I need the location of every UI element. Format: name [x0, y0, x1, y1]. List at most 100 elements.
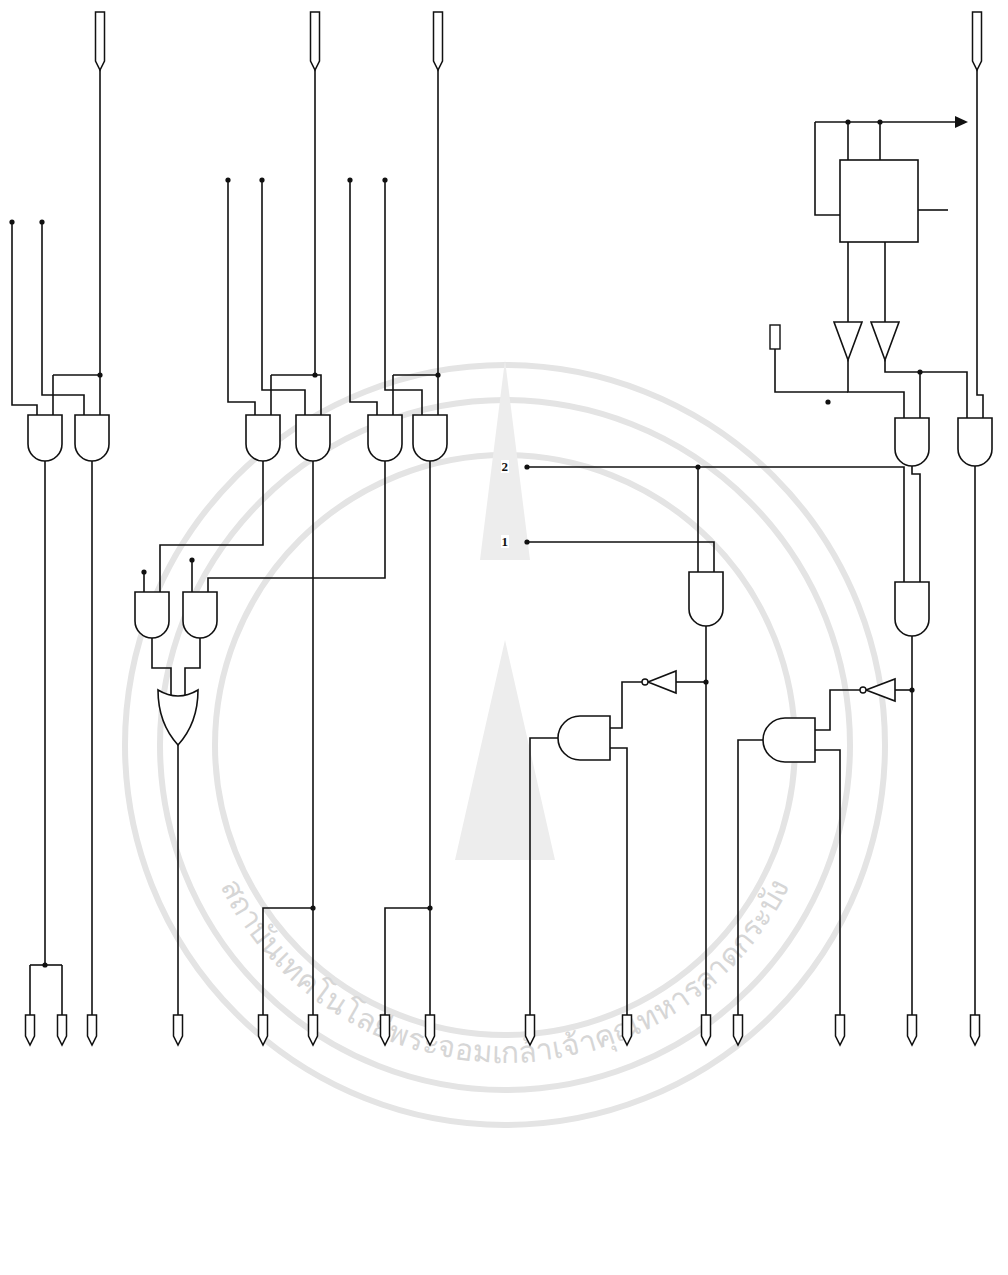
wire — [885, 360, 967, 418]
or-gate — [158, 690, 198, 745]
wire — [185, 638, 200, 696]
flip-flop-box — [840, 160, 918, 242]
wire — [775, 349, 848, 392]
junction-dot — [310, 905, 315, 910]
nand-gate — [368, 415, 402, 461]
wire — [974, 466, 976, 1015]
buffer — [871, 322, 899, 360]
wire — [530, 738, 558, 1015]
wire — [143, 572, 145, 592]
connector-pin — [526, 1015, 535, 1045]
wire — [392, 375, 394, 415]
connector-pin — [702, 1015, 711, 1045]
wire — [918, 209, 948, 211]
inverter — [866, 679, 895, 701]
wire — [312, 461, 314, 1015]
nand-gate — [296, 415, 330, 461]
connector-pin — [836, 1015, 845, 1045]
connector-pin — [973, 12, 982, 70]
connector-pin — [434, 12, 443, 70]
inverter-bubble — [860, 687, 866, 693]
wire — [228, 180, 255, 415]
wire — [160, 461, 263, 592]
wire — [848, 360, 904, 418]
wire — [44, 461, 46, 965]
supply-symbol — [955, 116, 968, 128]
nand-gate — [689, 572, 723, 626]
connector-pin — [26, 1015, 35, 1045]
wire — [429, 461, 431, 1015]
junction-dot — [189, 557, 194, 562]
junction-dot — [312, 372, 317, 377]
wire — [919, 372, 921, 418]
connector-pin — [623, 1015, 632, 1045]
wire — [42, 222, 84, 415]
wire — [738, 740, 763, 1015]
nand-gate — [183, 592, 217, 638]
nand-gate — [135, 592, 169, 638]
and-gate — [763, 718, 815, 762]
seal-emblem — [455, 360, 555, 860]
connector-pin — [426, 1015, 435, 1045]
wire — [815, 122, 840, 215]
junction-dot — [845, 119, 850, 124]
connector-pin — [908, 1015, 917, 1045]
connector-pin — [96, 12, 105, 70]
wire — [815, 750, 840, 1015]
junction-dot — [703, 679, 708, 684]
wire — [847, 242, 849, 322]
wire — [53, 374, 100, 376]
wire — [977, 70, 983, 418]
connector-pin — [309, 1015, 318, 1045]
nand-gate — [75, 415, 109, 461]
wire — [191, 560, 193, 592]
and-gate — [558, 716, 610, 760]
wire — [262, 180, 305, 415]
wire — [385, 908, 430, 1015]
wire — [61, 965, 63, 1015]
wire — [676, 681, 706, 683]
wire — [527, 467, 904, 582]
connector-pin — [259, 1015, 268, 1045]
junction-dot — [695, 464, 700, 469]
wire — [177, 745, 179, 1015]
junction-dot — [917, 369, 922, 374]
wire — [99, 70, 101, 415]
nand-gate — [246, 415, 280, 461]
wire — [393, 374, 438, 376]
small-pin — [770, 325, 780, 349]
junction-dot — [97, 372, 102, 377]
nand-gate — [895, 418, 929, 466]
junction-dot — [141, 569, 146, 574]
wire — [315, 70, 321, 415]
inverter — [648, 671, 676, 693]
wire — [29, 965, 31, 1015]
connector-pin — [381, 1015, 390, 1045]
wire — [437, 70, 439, 415]
signal-label: 1 — [501, 535, 510, 548]
wire — [912, 466, 920, 582]
wire — [815, 690, 860, 730]
wire — [385, 180, 422, 415]
signal-label: 2 — [501, 460, 510, 473]
buffer — [834, 322, 862, 360]
connector-pin — [58, 1015, 67, 1045]
junction-dot — [42, 962, 47, 967]
junction-dot — [825, 399, 830, 404]
connector-pin — [734, 1015, 743, 1045]
wire — [208, 461, 385, 592]
wire — [527, 542, 714, 572]
junction-dot — [909, 687, 914, 692]
nand-gate — [28, 415, 62, 461]
wire — [911, 636, 913, 1015]
connector-pin — [174, 1015, 183, 1045]
wire — [610, 748, 627, 1015]
wire — [847, 122, 849, 160]
wire — [697, 467, 699, 572]
wire — [879, 122, 881, 160]
junction-dot — [435, 372, 440, 377]
junction-dot — [877, 119, 882, 124]
watermark-text: สถาบันเทคโนโลยีพระจอมเกล้าเจ้าคุณทหารลาด… — [214, 873, 797, 1070]
